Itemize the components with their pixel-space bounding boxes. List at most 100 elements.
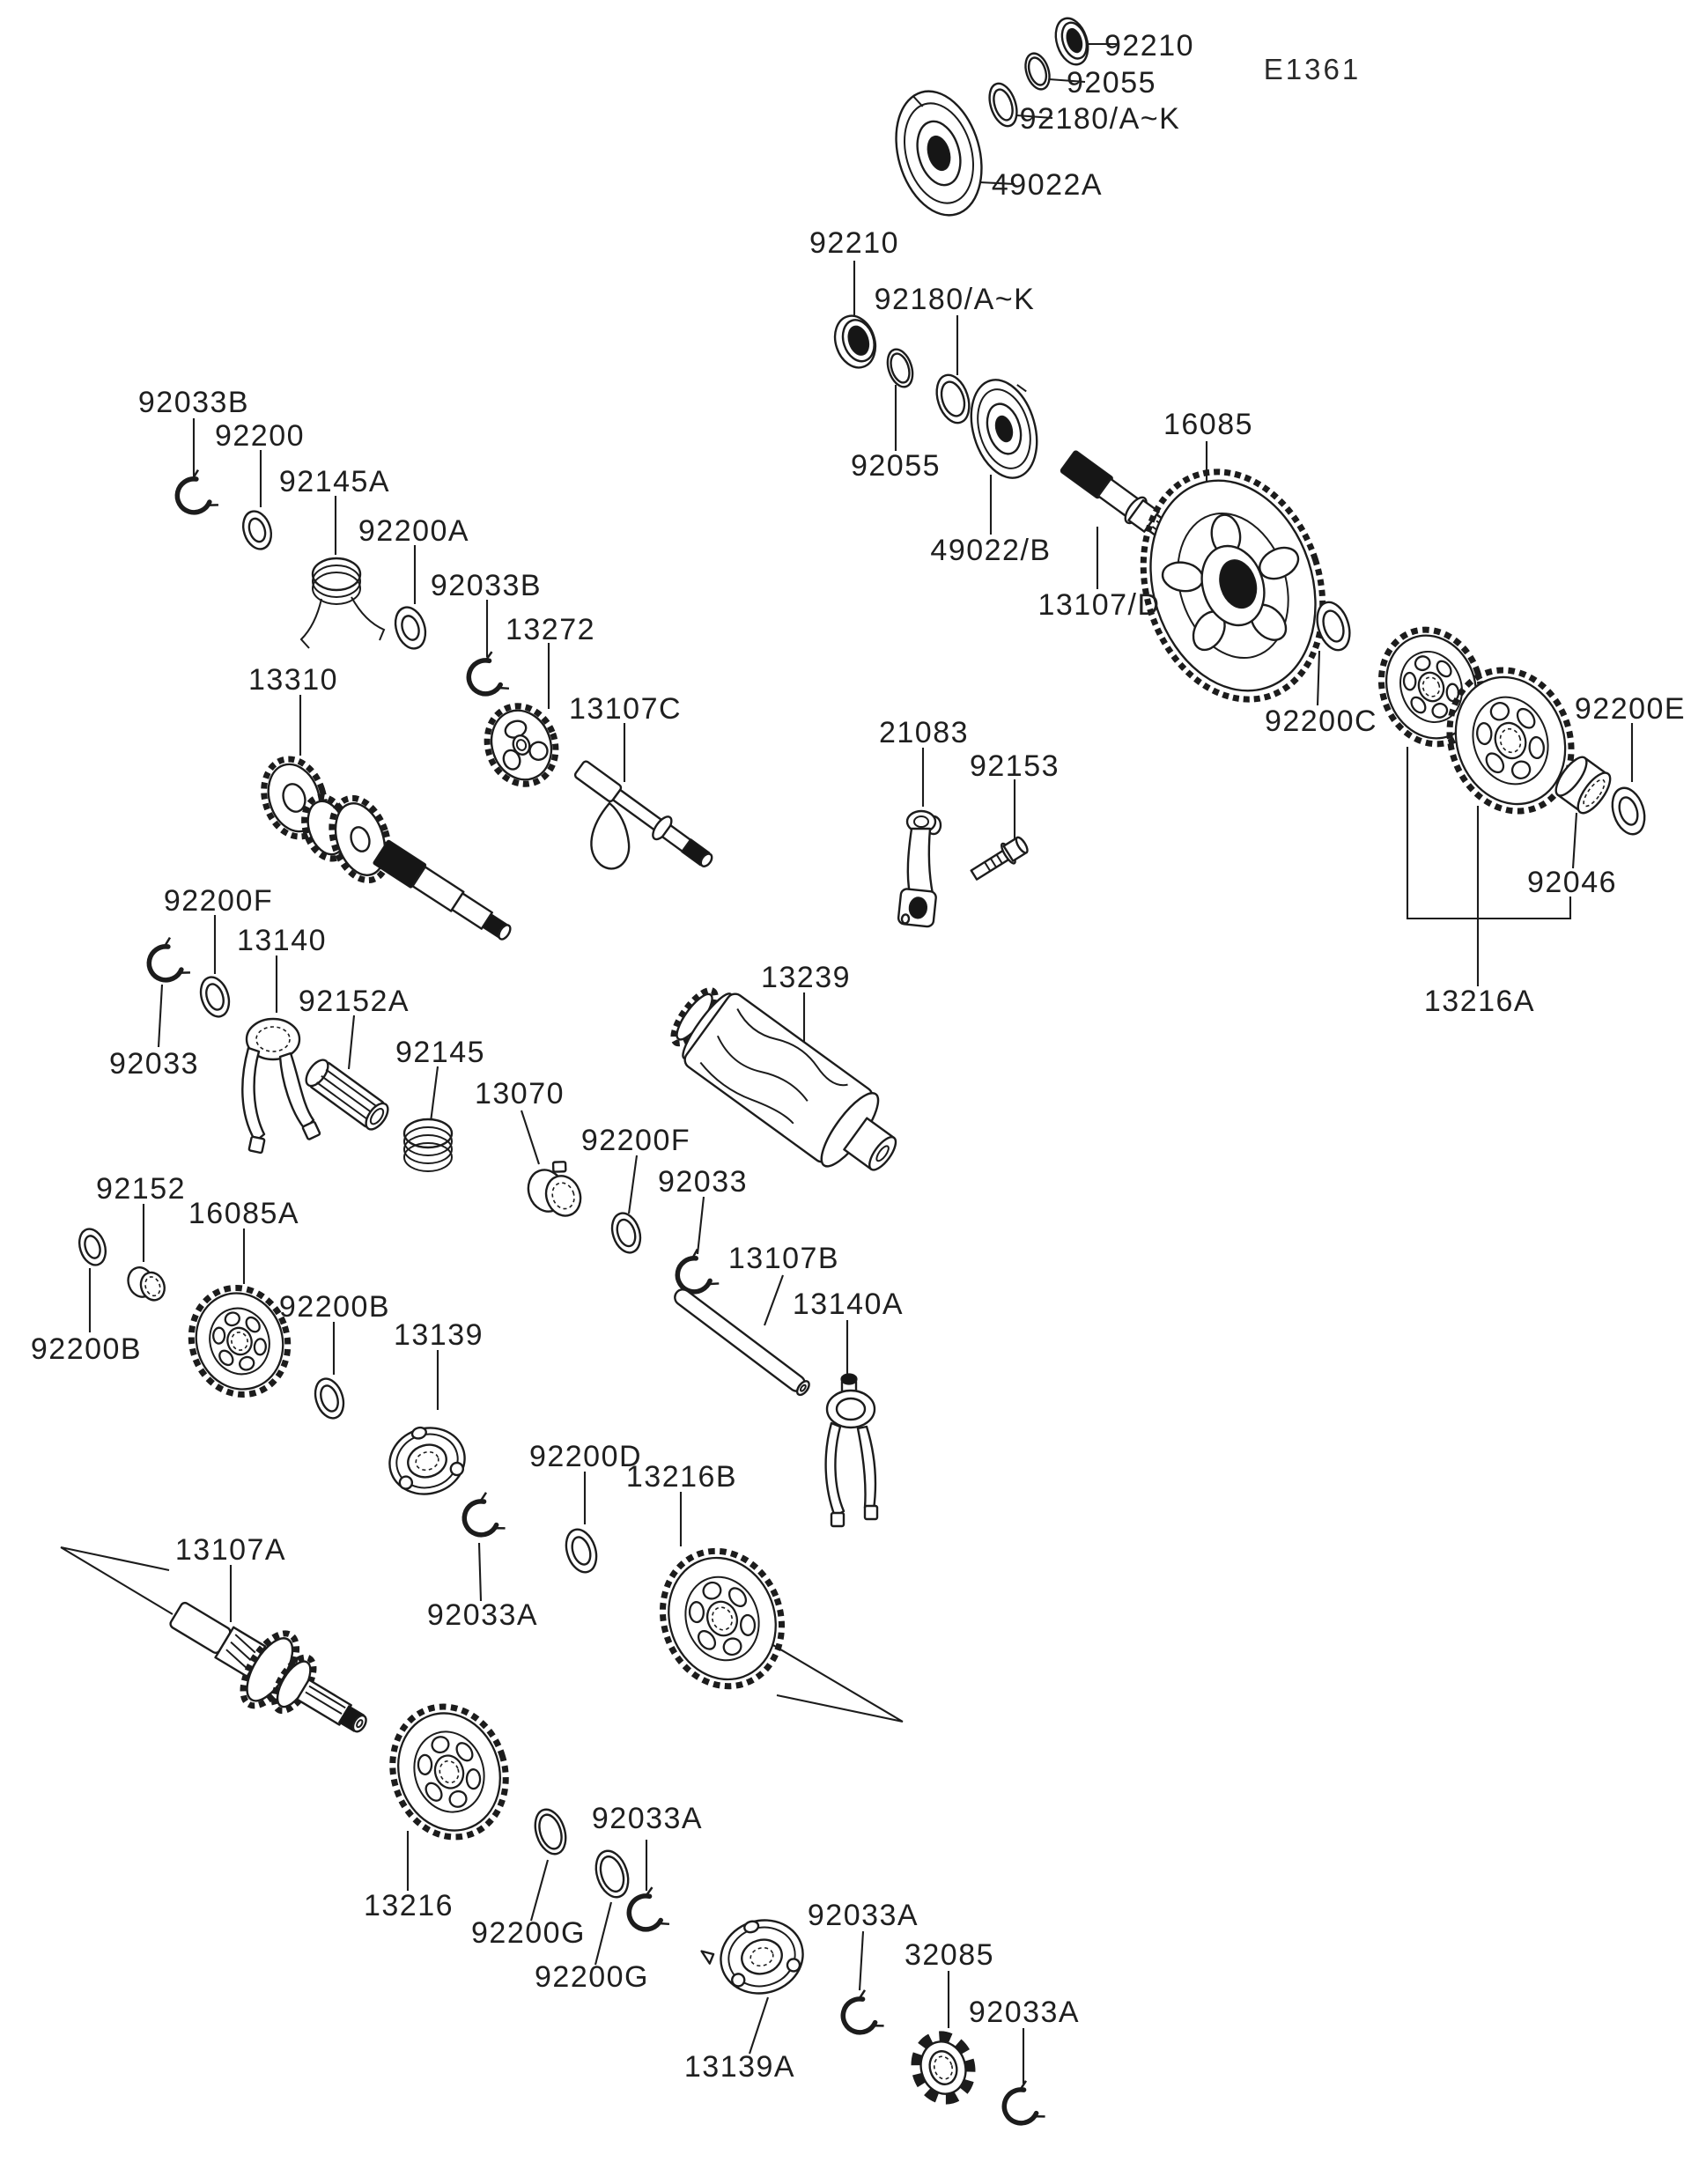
part-label-92180-top: 92180/A~K xyxy=(1020,102,1181,136)
part-label-13216A: 13216A xyxy=(1424,985,1535,1018)
part-13140A-shift-fork xyxy=(824,1373,879,1528)
part-label-16085A: 16085A xyxy=(188,1197,299,1230)
part-label-92152: 92152 xyxy=(96,1172,186,1206)
part-label-92200A: 92200A xyxy=(358,514,469,548)
part-13239-shift-drum xyxy=(670,987,897,1171)
part-label-13107B: 13107B xyxy=(728,1242,839,1275)
part-92033A-circlip-3 xyxy=(836,1990,884,2041)
part-13107A-output-shaft xyxy=(169,1601,367,1733)
part-49022B-pulley xyxy=(970,379,1038,479)
part-label-21083: 21083 xyxy=(879,716,969,749)
part-92033A-circlip-1 xyxy=(457,1493,506,1544)
part-92055-ring-top xyxy=(1024,52,1051,91)
part-21083-arm xyxy=(897,809,942,928)
part-label-92145A: 92145A xyxy=(279,465,390,498)
part-13070-bushing xyxy=(527,1161,582,1217)
part-label-49022B: 49022/B xyxy=(930,534,1051,567)
part-92200B-washer-1 xyxy=(78,1228,107,1266)
part-92200F-washer-1 xyxy=(199,976,231,1018)
part-label-92145: 92145 xyxy=(395,1036,485,1069)
part-13107C-rod xyxy=(573,760,713,870)
part-label-92033A-2: 92033A xyxy=(592,1802,703,1835)
part-13216-gear xyxy=(376,1692,522,1852)
part-label-32085: 32085 xyxy=(905,1938,994,1972)
part-label-92200F-2: 92200F xyxy=(581,1124,690,1157)
part-92200D-washer xyxy=(565,1528,598,1574)
part-label-92210-top: 92210 xyxy=(1104,29,1194,63)
part-92033A-circlip-4 xyxy=(997,2081,1045,2132)
part-92145A-spring xyxy=(299,557,386,649)
part-label-92046: 92046 xyxy=(1527,866,1617,899)
part-label-92033A-1: 92033A xyxy=(427,1598,538,1632)
part-label-13216: 13216 xyxy=(364,1889,454,1922)
part-label-13272: 13272 xyxy=(506,613,595,646)
part-label-92210: 92210 xyxy=(809,226,899,260)
part-92200F-washer-2 xyxy=(610,1212,642,1254)
part-label-92200G-2: 92200G xyxy=(535,1960,649,1994)
part-label-92033A-3: 92033A xyxy=(808,1899,919,1932)
part-label-92200E: 92200E xyxy=(1575,692,1686,726)
part-92200E-washer xyxy=(1611,786,1646,836)
part-label-92033A-4: 92033A xyxy=(969,1996,1080,2029)
part-92180-shim-top xyxy=(988,82,1018,128)
part-92033B-circlip-2 xyxy=(462,652,509,703)
part-label-13139A: 13139A xyxy=(684,2050,795,2084)
part-label-92180: 92180/A~K xyxy=(875,283,1036,316)
part-label-92055: 92055 xyxy=(851,449,941,483)
part-label-92033-2: 92033 xyxy=(658,1165,748,1199)
part-92200C-washer xyxy=(1316,601,1351,652)
part-label-92200F-1: 92200F xyxy=(164,884,273,918)
part-label-92055-top: 92055 xyxy=(1067,66,1156,100)
part-16085-gear xyxy=(1140,469,1326,703)
part-13272-plate xyxy=(484,703,559,787)
leader-lines xyxy=(60,42,1634,2084)
diagram-code: E1361 xyxy=(1264,53,1361,85)
part-label-13239: 13239 xyxy=(761,961,851,994)
part-label-92200B-1: 92200B xyxy=(31,1332,142,1366)
part-label-92200D: 92200D xyxy=(529,1440,642,1473)
part-label-92033B-2: 92033B xyxy=(431,569,542,602)
part-label-92033B-1: 92033B xyxy=(138,386,249,419)
part-13140-shift-fork xyxy=(241,1017,321,1155)
part-label-13070: 13070 xyxy=(475,1077,565,1110)
part-label-92200B-2: 92200B xyxy=(279,1290,390,1324)
part-92210-damper-top xyxy=(1054,17,1089,66)
part-92033B-circlip-1 xyxy=(169,470,218,522)
part-label-13107D: 13107/D xyxy=(1037,588,1160,622)
part-92210-damper xyxy=(833,314,877,369)
part-13139-holder xyxy=(388,1426,466,1495)
part-92152A-collar xyxy=(305,1059,389,1131)
part-92153-bolt xyxy=(970,836,1029,881)
part-label-16085: 16085 xyxy=(1163,408,1253,441)
part-92033-circlip-1 xyxy=(141,938,190,990)
part-label-13216B: 13216B xyxy=(626,1460,737,1494)
part-92200-washer xyxy=(241,510,273,550)
part-92200G-ring-2 xyxy=(594,1849,630,1899)
part-label-92153: 92153 xyxy=(970,749,1060,783)
part-label-49022A: 49022A xyxy=(992,168,1103,202)
part-92046-bearing xyxy=(1554,756,1612,815)
part-92055-ring xyxy=(886,348,914,388)
part-label-92200C: 92200C xyxy=(1265,705,1377,738)
part-92152-bushing xyxy=(127,1266,166,1302)
part-92200B-washer-2 xyxy=(314,1377,345,1420)
part-label-92152A: 92152A xyxy=(299,985,410,1018)
part-49022A-pulley xyxy=(895,90,983,217)
part-label-92200G-1: 92200G xyxy=(471,1916,586,1950)
part-92200G-ring-1 xyxy=(534,1808,567,1856)
part-label-13310: 13310 xyxy=(248,663,338,697)
part-label-13140A: 13140A xyxy=(793,1288,904,1321)
part-label-13140: 13140 xyxy=(237,924,327,957)
part-32085-dog-ring xyxy=(911,2031,976,2105)
part-92200A-washer xyxy=(394,606,427,650)
part-92180-shim xyxy=(935,373,971,424)
part-label-13107C: 13107C xyxy=(569,692,682,726)
part-92033A-circlip-2 xyxy=(622,1887,669,1938)
labels-layer: E1361 92210 92055 92180/A~K 49022A 92210… xyxy=(31,29,1686,2084)
part-label-92033-1: 92033 xyxy=(109,1047,199,1081)
part-label-13139: 13139 xyxy=(394,1318,484,1352)
part-13107B-rod xyxy=(674,1288,810,1397)
part-13310-input-shaft xyxy=(261,756,512,941)
